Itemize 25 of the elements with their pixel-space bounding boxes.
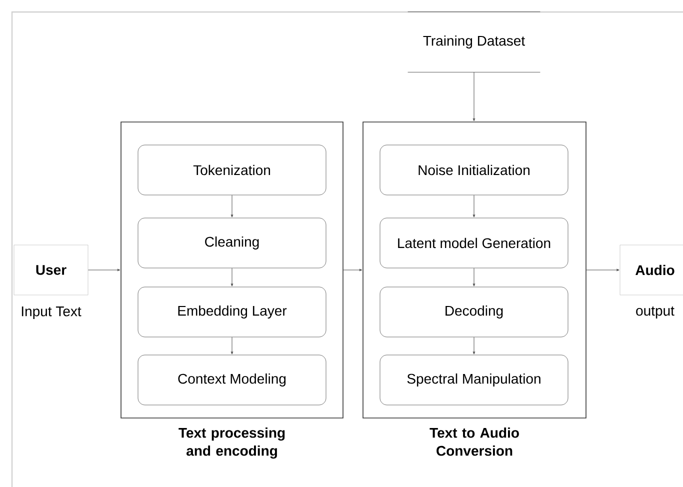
arrow	[230, 336, 234, 354]
arrow	[472, 194, 476, 218]
caption-text: Input Text	[22, 306, 82, 320]
process-box: Cleaning	[138, 218, 326, 268]
node-label: Text to Audio Conversion	[430, 428, 519, 456]
process-box: Tokenization	[138, 144, 326, 196]
io-box: Audio	[620, 244, 683, 296]
dataset-box: Training Dataset	[408, 12, 540, 72]
process-box: Latent model Generation	[380, 218, 568, 268]
arrow	[88, 268, 120, 272]
arrow	[230, 268, 234, 286]
arrow	[472, 268, 476, 286]
arrow	[472, 72, 476, 122]
process-box: Noise Initialization	[380, 144, 568, 196]
io-box: User	[14, 244, 88, 296]
process-box: Context Modeling	[138, 354, 326, 406]
node-label: Text processing and encoding	[178, 428, 285, 459]
arrow	[343, 268, 362, 272]
arrow	[472, 336, 476, 354]
caption-text: output	[636, 306, 674, 318]
process-box: Spectral Manipulation	[380, 354, 568, 406]
arrow	[586, 268, 620, 272]
process-box: Decoding	[380, 286, 568, 338]
arrow	[230, 194, 234, 218]
process-box: Embedding Layer	[138, 286, 326, 338]
